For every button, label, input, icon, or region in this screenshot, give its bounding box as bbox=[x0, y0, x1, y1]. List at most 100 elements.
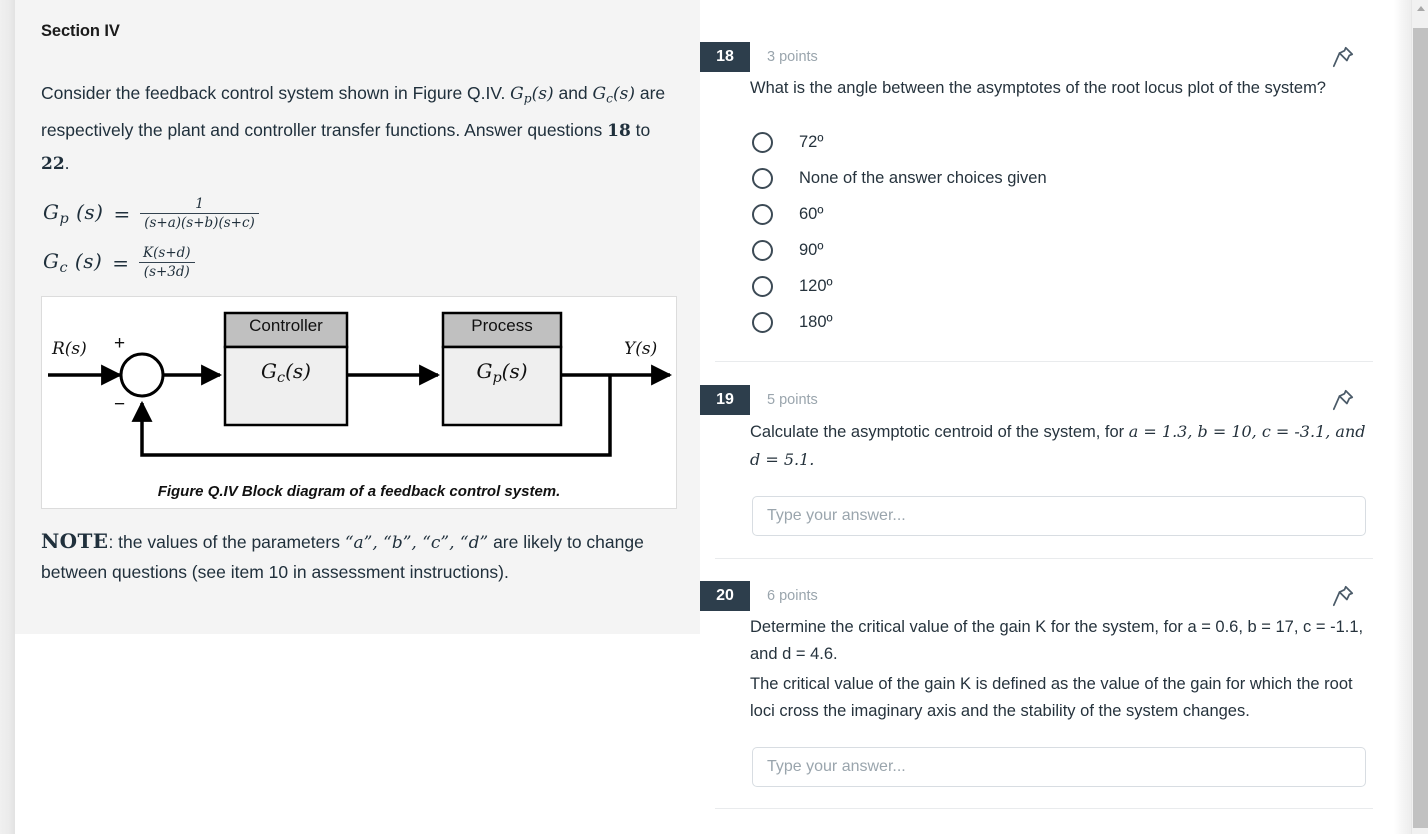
radio-button-icon[interactable] bbox=[752, 275, 773, 297]
pin-icon[interactable] bbox=[1330, 583, 1356, 609]
option-label: None of the answer choices given bbox=[799, 168, 1047, 187]
figure-block-diagram: R(s) Y(s) + − Controller Gc(s) Process G… bbox=[41, 296, 677, 510]
intro-paragraph: Consider the feedback control system sho… bbox=[41, 77, 674, 180]
question-block-18: 18 3 points What is the angle between th… bbox=[700, 0, 1428, 340]
q19-prompt-part1: Calculate the asymptotic centroid of the… bbox=[750, 423, 1129, 441]
option-label: 60º bbox=[799, 204, 824, 223]
scrollbar-thumb[interactable] bbox=[1413, 28, 1428, 828]
questions-column: 18 3 points What is the angle between th… bbox=[700, 0, 1428, 834]
formula-gp-base: G bbox=[43, 200, 60, 225]
question-body-18: What is the angle between the asymptotes… bbox=[750, 75, 1373, 340]
option-row[interactable]: 72º bbox=[750, 124, 1373, 160]
formula-gc-lhs: Gc (s) bbox=[43, 249, 102, 276]
intro-end: . bbox=[64, 153, 70, 174]
question-points-18: 3 points bbox=[767, 49, 818, 65]
controller-body-arg: (s) bbox=[285, 359, 311, 384]
question-divider bbox=[715, 808, 1373, 809]
question-header-19: 19 5 points bbox=[700, 385, 1373, 415]
pin-icon[interactable] bbox=[1330, 44, 1356, 70]
formula-gp-fraction: 1 (s+a)(s+b)(s+c) bbox=[140, 196, 259, 231]
note-text-part1: : the values of the parameters bbox=[108, 532, 345, 553]
gp-base: G bbox=[510, 84, 524, 104]
radio-button-icon[interactable] bbox=[752, 239, 773, 261]
formula-gc: Gc (s) = K(s+d) (s+3d) bbox=[43, 245, 674, 280]
radio-button-icon[interactable] bbox=[752, 167, 773, 189]
gc-subscript: c bbox=[606, 91, 613, 106]
option-label: 180º bbox=[799, 312, 833, 331]
question-number-badge-18: 18 bbox=[700, 42, 750, 72]
stimulus-panel: Section IV Consider the feedback control… bbox=[15, 0, 700, 634]
diagram-minus-sign: − bbox=[114, 394, 126, 416]
q19-parameter-values: a = 1.3, b = 10, c = -3.1, and d = 5.1. bbox=[750, 422, 1366, 469]
diagram-controller-header: Controller bbox=[249, 316, 323, 336]
note-paragraph: NOTE: the values of the parameters “a”, … bbox=[41, 527, 674, 587]
gp-subscript: p bbox=[523, 91, 532, 106]
pin-icon[interactable] bbox=[1330, 387, 1356, 413]
formula-gc-denominator: (s+3d) bbox=[139, 262, 195, 280]
diagram-input-label: R(s) bbox=[52, 339, 87, 360]
diagram-output-label: Y(s) bbox=[624, 339, 658, 360]
vertical-scrollbar[interactable] bbox=[1411, 0, 1428, 834]
controller-body-base: G bbox=[261, 359, 278, 384]
radio-button-icon[interactable] bbox=[752, 131, 773, 153]
question-body-20: Determine the critical value of the gain… bbox=[750, 614, 1373, 787]
diagram-controller-body: Gc(s) bbox=[225, 359, 347, 386]
answer-input-19[interactable] bbox=[752, 496, 1366, 536]
intro-text-part3: are respectively the plant and controlle… bbox=[41, 83, 666, 141]
formula-gc-numerator: K(s+d) bbox=[143, 245, 191, 262]
scroll-up-arrow-icon[interactable] bbox=[1412, 0, 1428, 17]
intro-text-part2: and bbox=[553, 83, 593, 103]
option-label: 72º bbox=[799, 132, 824, 151]
formula-gp-subscript: p bbox=[59, 211, 70, 228]
process-body-base: G bbox=[476, 359, 493, 384]
diagram-process-body: Gp(s) bbox=[443, 359, 561, 386]
gc-arg: (s) bbox=[613, 84, 635, 104]
gp-inline-symbol: Gp(s) bbox=[510, 84, 553, 106]
question-number-badge-19: 19 bbox=[700, 385, 750, 415]
option-row[interactable]: 120º bbox=[750, 268, 1373, 304]
formula-gc-arg: (s) bbox=[74, 249, 103, 274]
formula-gp-numerator: 1 bbox=[195, 196, 204, 213]
question-prompt-20-line2: The critical value of the gain K is defi… bbox=[750, 675, 1353, 720]
formula-gc-subscript: c bbox=[59, 260, 69, 277]
question-points-20: 6 points bbox=[767, 588, 818, 604]
note-label: NOTE bbox=[41, 529, 109, 554]
note-parameters: “a”, “b”, “c”, “d” bbox=[344, 533, 489, 554]
radio-button-icon[interactable] bbox=[752, 311, 773, 333]
intro-text-part1: Consider the feedback control system sho… bbox=[41, 83, 511, 103]
question-range-from: 18 bbox=[607, 121, 631, 142]
radio-button-icon[interactable] bbox=[752, 203, 773, 225]
answer-input-20[interactable] bbox=[752, 747, 1366, 787]
process-body-subscript: p bbox=[492, 370, 502, 387]
option-label: 90º bbox=[799, 240, 824, 259]
intro-to: to bbox=[630, 120, 651, 141]
stimulus-column: Section IV Consider the feedback control… bbox=[15, 0, 700, 834]
controller-body-subscript: c bbox=[277, 370, 286, 387]
option-row[interactable]: 60º bbox=[750, 196, 1373, 232]
question-points-19: 5 points bbox=[767, 392, 818, 408]
section-title: Section IV bbox=[41, 22, 120, 40]
question-header-20: 20 6 points bbox=[700, 581, 1373, 611]
block-diagram-svg bbox=[48, 312, 673, 458]
formula-gp-lhs: Gp (s) bbox=[43, 200, 103, 227]
question-range-to: 22 bbox=[41, 154, 65, 175]
question-block-20: 20 6 points Determine the critical value… bbox=[700, 559, 1428, 787]
question-prompt-18: What is the angle between the asymptotes… bbox=[750, 79, 1326, 97]
formula-gc-fraction: K(s+d) (s+3d) bbox=[139, 245, 195, 280]
formula-gc-base: G bbox=[43, 249, 60, 274]
figure-caption: Figure Q.IV Block diagram of a feedback … bbox=[157, 483, 561, 501]
options-list-18: 72º None of the answer choices given 60º… bbox=[750, 124, 1373, 340]
option-row[interactable]: 90º bbox=[750, 232, 1373, 268]
process-body-arg: (s) bbox=[501, 359, 528, 384]
formula-gc-equals: = bbox=[112, 250, 130, 275]
option-label: 120º bbox=[799, 276, 833, 295]
gc-base: G bbox=[592, 84, 607, 104]
question-header-18: 18 3 points bbox=[700, 42, 1373, 72]
option-row[interactable]: 180º bbox=[750, 304, 1373, 340]
left-gutter bbox=[0, 0, 15, 834]
option-row[interactable]: None of the answer choices given bbox=[750, 160, 1373, 196]
question-number-badge-20: 20 bbox=[700, 581, 750, 611]
question-prompt-20-line1: Determine the critical value of the gain… bbox=[750, 618, 1364, 663]
gc-inline-symbol: Gc(s) bbox=[592, 84, 635, 106]
